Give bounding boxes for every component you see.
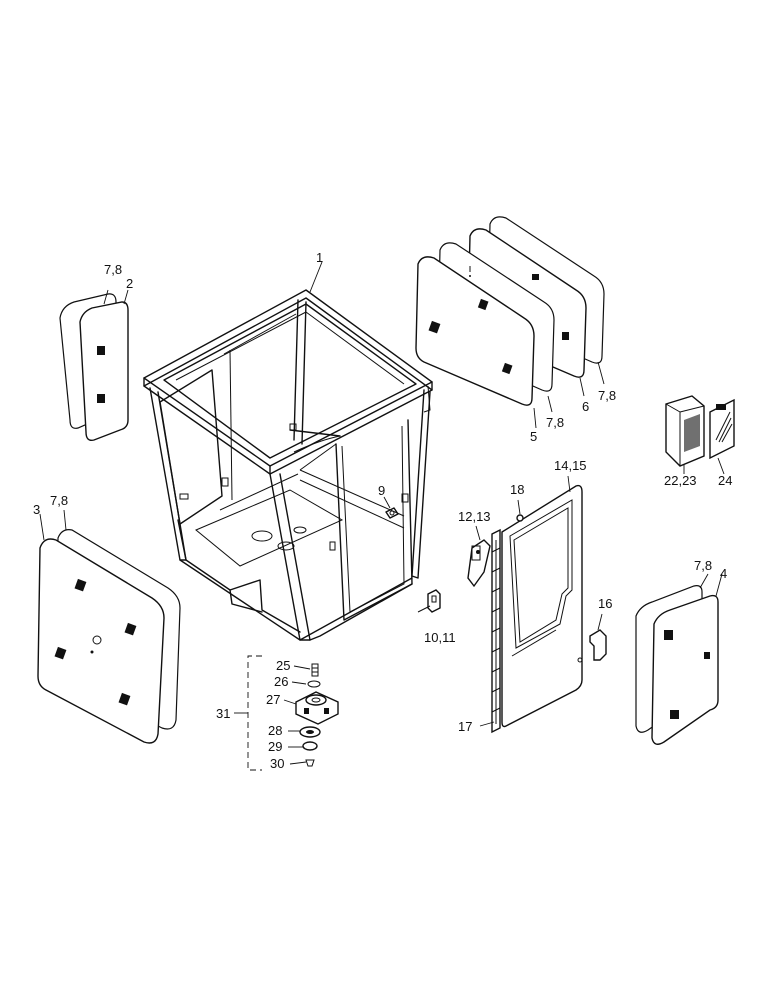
- part-12-13-hinge: [467, 525, 491, 588]
- label-26: 26: [274, 674, 288, 689]
- door-handle-16: [589, 629, 607, 661]
- part-25-bolt: [311, 663, 319, 677]
- part-30-screw: [305, 759, 315, 767]
- large-left-panel-hole: [92, 635, 102, 645]
- right-side-window-assembly: [635, 573, 723, 745]
- label-7-8-left-bottom: 7,8: [50, 493, 68, 508]
- large-left-panel-marking-4: [118, 692, 131, 706]
- label-4: 4: [720, 566, 727, 581]
- label-5: 5: [530, 429, 537, 444]
- large-left-panel-marking-3: [54, 646, 67, 660]
- label-2: 2: [126, 276, 133, 291]
- label-17: 17: [458, 719, 472, 734]
- back-window-marking-6b: [532, 274, 539, 280]
- label-28: 28: [268, 723, 282, 738]
- filter-housing-assembly: [665, 395, 735, 475]
- back-window-marking-5c: [501, 362, 513, 375]
- part-29-nut: [302, 741, 318, 751]
- door-14-15: [501, 484, 583, 728]
- label-30: 30: [270, 756, 284, 771]
- label-9: 9: [378, 483, 385, 498]
- large-left-panel-marking-1: [74, 578, 87, 592]
- label-22-23: 22,23: [664, 473, 697, 488]
- back-window-marking-6a: [562, 332, 569, 340]
- label-25: 25: [276, 658, 290, 673]
- label-6: 6: [582, 399, 589, 414]
- label-27: 27: [266, 692, 280, 707]
- label-7-8-left-top: 7,8: [104, 262, 122, 277]
- label-12-13: 12,13: [458, 509, 491, 524]
- label-7-8-right: 7,8: [694, 558, 712, 573]
- left-side-window-marking-lower: [97, 394, 105, 403]
- label-29: 29: [268, 739, 282, 754]
- label-1: 1: [316, 250, 323, 265]
- back-window-assembly: [415, 216, 605, 429]
- filter-housing-grille: [684, 414, 700, 452]
- label-18: 18: [510, 482, 524, 497]
- part-26-washer: [307, 680, 321, 688]
- label-10-11: 10,11: [424, 630, 456, 645]
- label-7-8-back-a: 7,8: [546, 415, 564, 430]
- left-side-window-panel-2: [79, 301, 129, 442]
- left-side-window-marking-upper: [97, 346, 105, 355]
- large-left-panel-marking-2: [124, 622, 137, 636]
- back-window-marking-5b: [477, 298, 489, 311]
- right-side-window-marking-1: [664, 630, 673, 640]
- right-side-window-panel-4: [651, 594, 719, 745]
- label-7-8-back-b: 7,8: [598, 388, 616, 403]
- label-24: 24: [718, 473, 732, 488]
- back-window-marking-5a: [428, 320, 441, 334]
- cab-frame-1: [143, 261, 433, 641]
- cab-mount-assembly-31: [234, 655, 339, 771]
- part-18: [516, 514, 524, 522]
- right-side-window-marking-3: [670, 710, 679, 719]
- label-14-15: 14,15: [554, 458, 587, 473]
- right-side-window-marking-2: [704, 652, 710, 659]
- label-3: 3: [33, 502, 40, 517]
- part-10-11-catch: [417, 589, 441, 613]
- left-side-window-assembly: [59, 289, 129, 442]
- label-31: 31: [216, 706, 230, 721]
- door-assembly: [479, 475, 607, 734]
- label-16: 16: [598, 596, 612, 611]
- large-left-panel-assembly: [37, 509, 181, 744]
- part-9-latch: [383, 496, 399, 519]
- door-window-frame: [509, 499, 573, 649]
